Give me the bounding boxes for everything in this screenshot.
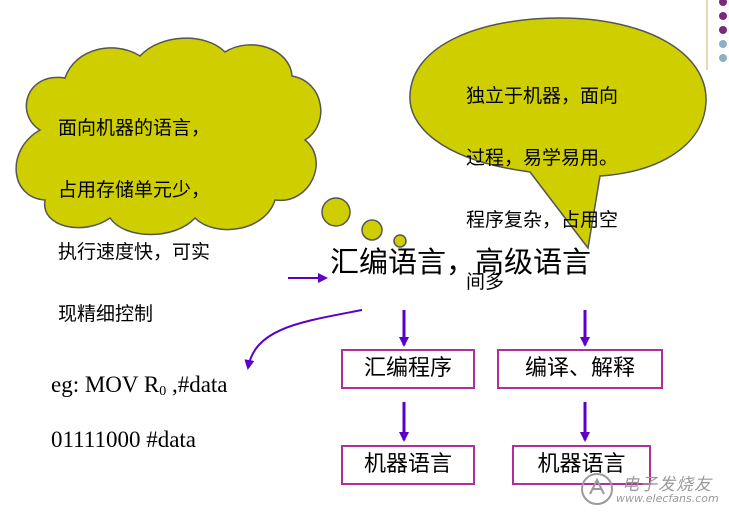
watermark-logo-icon	[581, 473, 613, 505]
thought-cloud-text: 面向机器的语言， 占用存储单元少， 执行速度快，可实 现精细控制	[58, 82, 278, 361]
example-suffix: ,#data	[166, 372, 228, 397]
decor-dot	[719, 54, 727, 62]
assembly-example: eg: MOV R0 ,#data	[51, 370, 228, 407]
register-subscript: 0	[159, 384, 167, 399]
curved-arrow	[244, 309, 363, 370]
thought-bubble-medium	[361, 219, 383, 241]
main-title: 汇编语言，高级语言	[330, 245, 592, 279]
cloud-line: 占用存储单元少，	[58, 179, 211, 201]
thought-bubble-large	[321, 197, 351, 227]
assembler-box: 汇编程序	[341, 349, 475, 389]
watermark: 电子发烧友 www.elecfans.com	[578, 468, 726, 510]
thought-bubble-small	[393, 234, 407, 248]
decor-dot	[719, 12, 727, 20]
decor-dot	[719, 40, 727, 48]
cloud-line: 现精细控制	[58, 303, 154, 325]
decor-dot	[719, 0, 727, 6]
machine-code-example: 01111000 #data	[51, 427, 196, 452]
machine-language-box-left: 机器语言	[341, 445, 475, 485]
corner-decoration	[706, 0, 727, 70]
compiler-interpreter-box: 编译、解释	[497, 349, 663, 389]
watermark-url: www.elecfans.com	[616, 492, 719, 505]
bubble-line: 过程，易学易用。	[466, 147, 619, 169]
cloud-line: 面向机器的语言，	[58, 117, 211, 139]
watermark-title: 电子发烧友	[622, 475, 712, 495]
thought-cloud	[15, 37, 322, 236]
bubble-line: 独立于机器，面向	[466, 85, 619, 107]
bubble-line: 程序复杂，占用空	[466, 209, 619, 231]
speech-bubble	[409, 17, 707, 250]
bubble-line: 间多	[466, 271, 505, 293]
example-prefix: eg: MOV R	[51, 372, 160, 397]
cloud-line: 执行速度快，可实	[58, 241, 211, 263]
machine-language-box-right: 机器语言	[512, 445, 651, 485]
speech-bubble-text: 独立于机器，面向 过程，易学易用。 程序复杂，占用空 间多	[466, 50, 696, 329]
decor-dot	[719, 26, 727, 34]
